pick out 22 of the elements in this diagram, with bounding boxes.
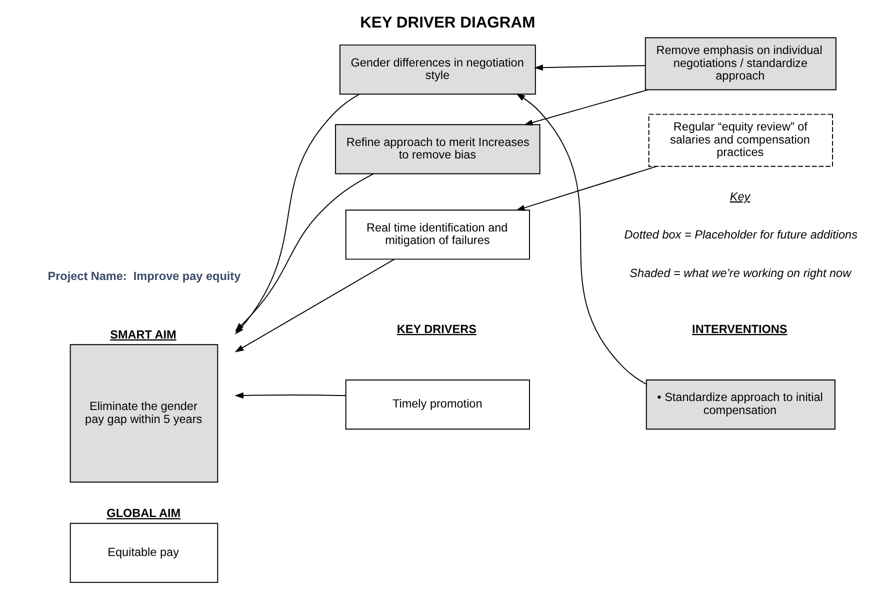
node-box: Regular “equity review” of salaries and compensation practices <box>648 114 832 167</box>
node-box: Remove emphasis on individual negotiations / standardize approach <box>644 37 836 90</box>
label: Project Name: Improve pay equity <box>47 270 240 283</box>
node-box: Gender differences in negotiation style <box>338 44 536 95</box>
diagram-title: KEY DRIVER DIAGRAM <box>360 14 535 32</box>
node-box: Refine approach to merit Increases to remove bias <box>334 124 540 174</box>
arrow <box>234 173 374 332</box>
arrow <box>234 392 346 399</box>
label: Dotted box = Placeholder for future additions <box>624 228 857 242</box>
arrow <box>515 166 656 211</box>
node-box: Timely promotion <box>344 380 530 430</box>
label: INTERVENTIONS <box>692 322 787 336</box>
node-label: GLOBAL AIM <box>106 507 180 520</box>
label: KEY DRIVERS <box>396 322 476 336</box>
arrow <box>516 93 646 385</box>
arrow <box>523 89 648 126</box>
label: Shaded = what we’re working on right now <box>629 266 851 280</box>
label: Key <box>729 190 750 204</box>
node-box: Real time identification and mitigation of failures <box>344 210 530 260</box>
node-label: SMART AIM <box>110 328 176 342</box>
arrow <box>534 64 646 71</box>
node-box: • Standardize approach to initial compensation <box>645 380 835 430</box>
